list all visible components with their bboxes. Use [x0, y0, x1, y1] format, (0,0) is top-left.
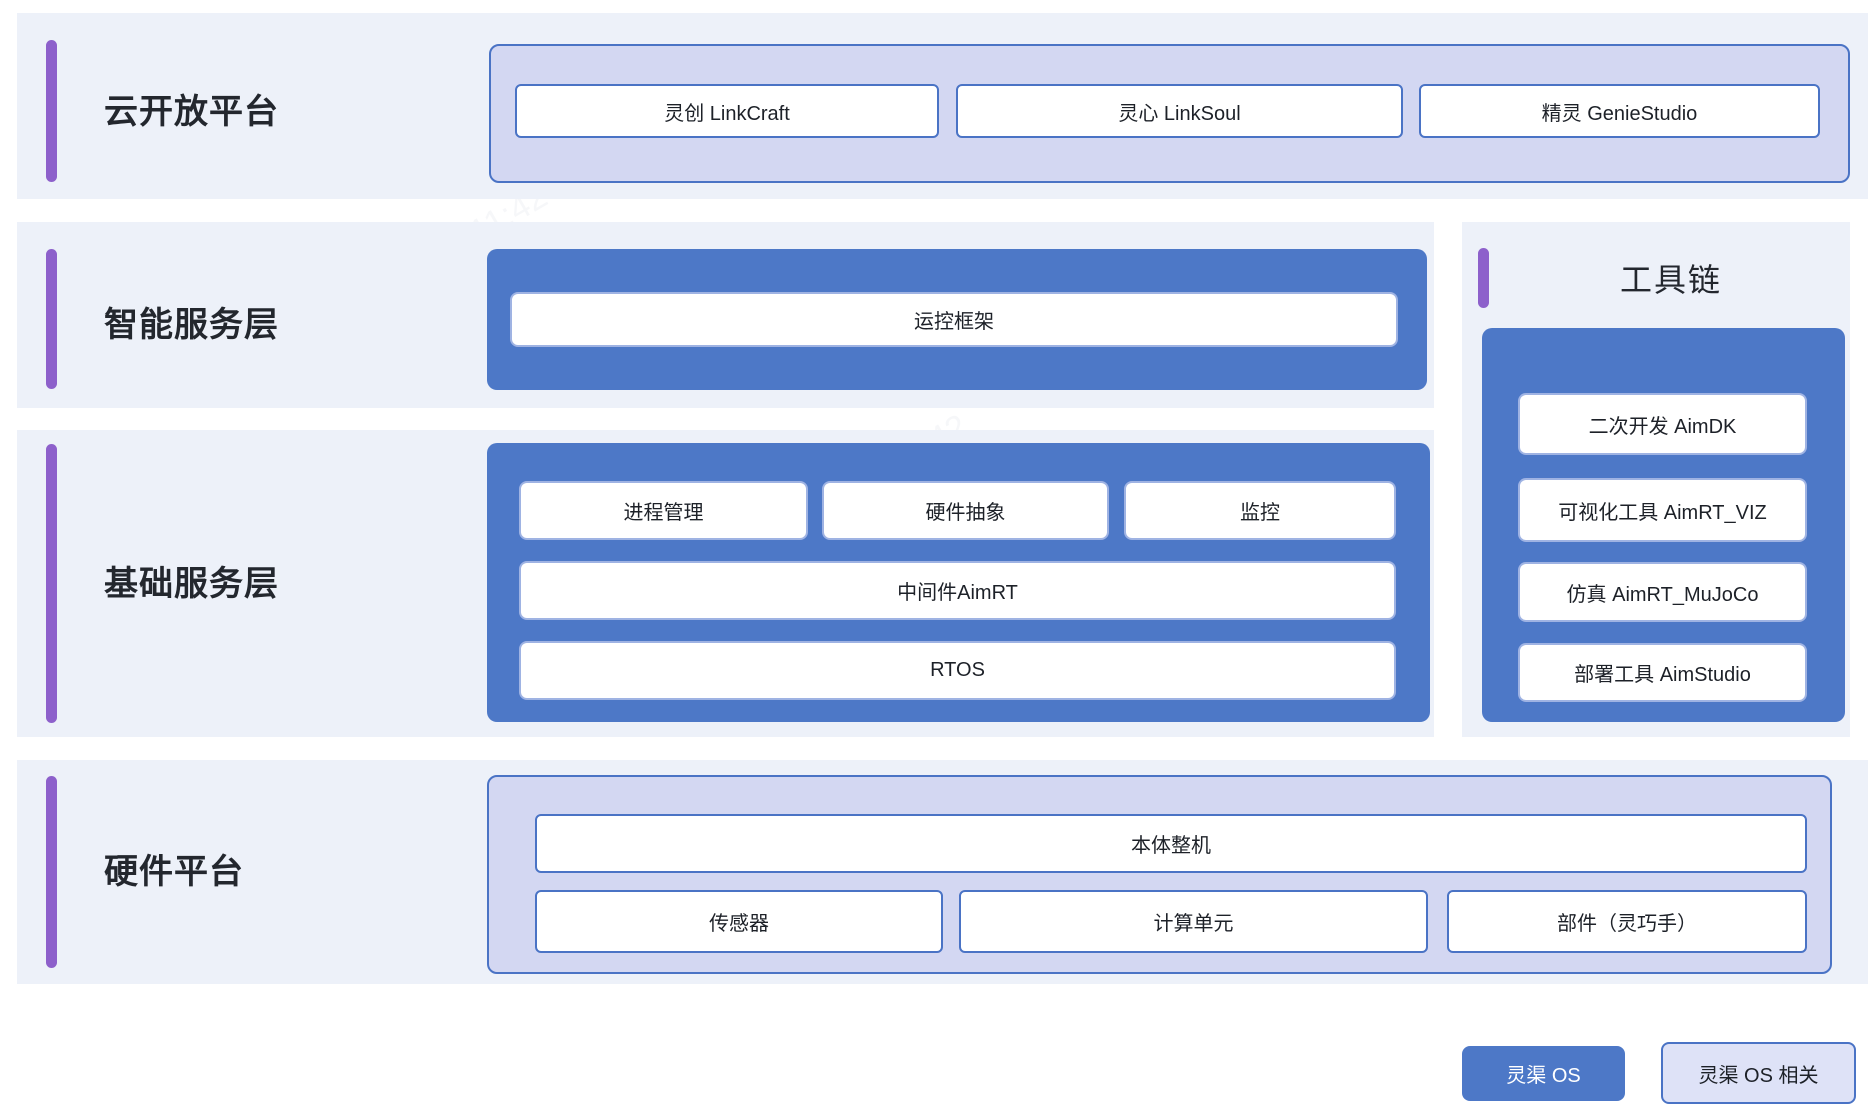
section-hardware-platform: 硬件平台 本体整机 传感器 计算单元 部件（灵巧手）	[17, 760, 1868, 984]
node-aimrt-viz: 可视化工具 AimRT_VIZ	[1518, 478, 1807, 542]
section-toolchain: 工具链 二次开发 AimDK 可视化工具 AimRT_VIZ 仿真 AimRT_…	[1462, 222, 1850, 737]
node-process-management: 进程管理	[519, 481, 808, 540]
node-parts-dexterous-hand: 部件（灵巧手）	[1447, 890, 1807, 953]
node-sensors: 传感器	[535, 890, 943, 953]
node-monitoring: 监控	[1124, 481, 1396, 540]
accent-bar	[46, 444, 57, 723]
node-rtos: RTOS	[519, 641, 1396, 700]
accent-bar	[46, 776, 57, 968]
section-title-hardware: 硬件平台	[104, 853, 244, 891]
node-compute-unit: 计算单元	[959, 890, 1428, 953]
foundation-group-container: 进程管理 硬件抽象 监控 中间件AimRT RTOS	[487, 443, 1430, 722]
hardware-group-container: 本体整机 传感器 计算单元 部件（灵巧手）	[487, 775, 1832, 974]
section-title-toolchain: 工具链	[1620, 262, 1723, 298]
node-hardware-abstraction: 硬件抽象	[822, 481, 1109, 540]
node-aimdk: 二次开发 AimDK	[1518, 393, 1807, 455]
intelligent-group-container: 运控框架	[487, 249, 1427, 390]
legend-lingqu-os: 灵渠 OS	[1462, 1046, 1625, 1101]
accent-bar	[46, 249, 57, 389]
legend-lingqu-os-related: 灵渠 OS 相关	[1661, 1042, 1856, 1104]
node-robot-body: 本体整机	[535, 814, 1807, 873]
node-linksoul: 灵心 LinkSoul	[956, 84, 1403, 138]
accent-bar	[46, 40, 57, 182]
section-cloud-platform: 云开放平台 灵创 LinkCraft 灵心 LinkSoul 精灵 GenieS…	[17, 13, 1868, 199]
node-aimstudio: 部署工具 AimStudio	[1518, 643, 1807, 702]
cloud-group-container: 灵创 LinkCraft 灵心 LinkSoul 精灵 GenieStudio	[489, 44, 1850, 183]
section-title-intelligent: 智能服务层	[104, 306, 279, 344]
node-aimrt-mujoco: 仿真 AimRT_MuJoCo	[1518, 562, 1807, 622]
accent-bar	[1478, 248, 1489, 308]
node-motion-control-framework: 运控框架	[510, 292, 1398, 347]
section-title-foundation: 基础服务层	[104, 565, 279, 603]
section-intelligent-service: 智能服务层 运控框架	[17, 222, 1434, 408]
section-title-cloud: 云开放平台	[104, 93, 279, 131]
section-foundation-service: 基础服务层 进程管理 硬件抽象 监控 中间件AimRT RTOS	[17, 430, 1434, 737]
node-linkcraft: 灵创 LinkCraft	[515, 84, 939, 138]
node-geniestudio: 精灵 GenieStudio	[1419, 84, 1820, 138]
toolchain-group-container: 二次开发 AimDK 可视化工具 AimRT_VIZ 仿真 AimRT_MuJo…	[1482, 328, 1845, 722]
node-middleware-aimrt: 中间件AimRT	[519, 561, 1396, 620]
